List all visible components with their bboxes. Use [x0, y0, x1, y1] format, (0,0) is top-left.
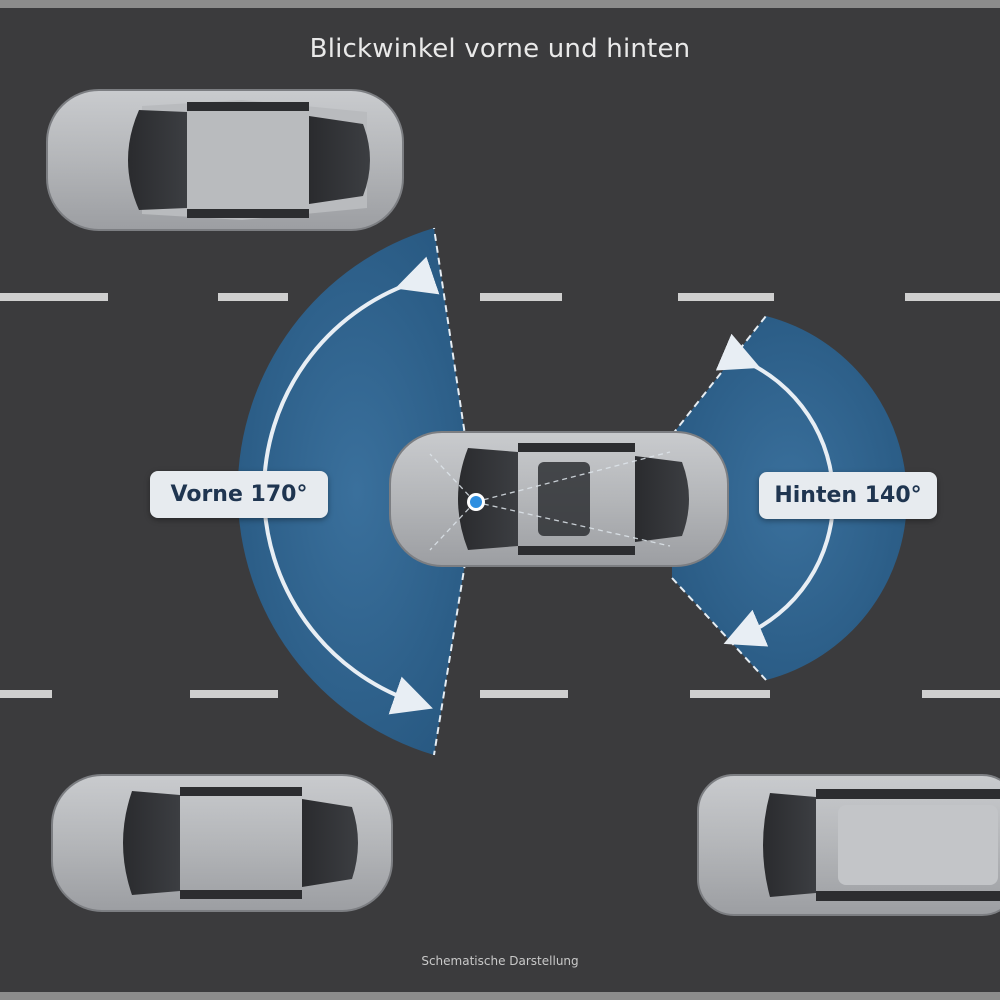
diagram-title: Blickwinkel vorne und hinten: [309, 34, 691, 64]
curb-top: [0, 0, 1000, 8]
parked-van-bottom-right: [697, 774, 1000, 916]
rear-angle-label: Hinten 140°: [759, 472, 937, 519]
camera-position-dot: [467, 493, 485, 511]
rear-angle-text: Hinten 140°: [774, 483, 922, 508]
lane-markings: [0, 293, 1000, 698]
schematic-caption: Schematische Darstellung: [421, 954, 579, 968]
front-angle-label: Vorne 170°: [150, 471, 328, 518]
curb-bottom: [0, 992, 1000, 1000]
parked-car-top-left: [46, 89, 404, 231]
ego-car: [389, 431, 729, 567]
parked-car-bottom-left: [51, 774, 393, 912]
front-angle-text: Vorne 170°: [170, 482, 308, 507]
